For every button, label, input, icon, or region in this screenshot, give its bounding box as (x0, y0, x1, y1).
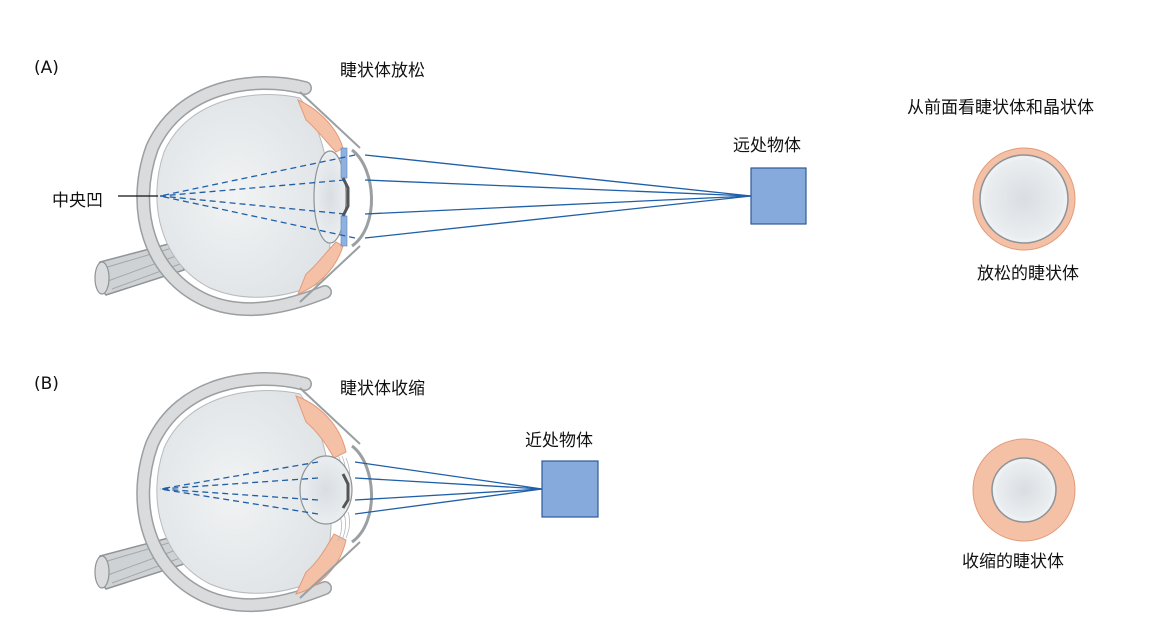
front-view-title: 从前面看睫状体和晶状体 (907, 98, 1094, 118)
lens-relaxed (313, 150, 347, 244)
iris-a (341, 177, 350, 217)
fovea-label: 中央凹 (52, 191, 103, 211)
distant-object (750, 167, 807, 225)
ciliary-body-top-b (295, 395, 347, 459)
panel-b-state-label: 睫状体收缩 (340, 379, 425, 399)
front-view-caption-relaxed: 放松的睫状体 (977, 264, 1079, 284)
iris-b (341, 473, 350, 509)
near-object-label: 近处物体 (525, 431, 593, 451)
zonule-top-a (340, 147, 348, 179)
panel-a-state-label: 睫状体放松 (340, 61, 425, 81)
rays-a (159, 154, 752, 239)
rays-b (159, 461, 543, 515)
front-view-relaxed (972, 147, 1076, 251)
front-view-caption-contracted: 收缩的睫状体 (962, 552, 1064, 572)
lens-rounded (299, 455, 353, 525)
cornea-b (351, 444, 373, 544)
panel-b-letter: (B) (34, 374, 59, 394)
ciliary-body-top-a (297, 99, 344, 153)
cornea-a (351, 148, 373, 248)
front-view-contracted (972, 438, 1076, 542)
zonule-bottom-a (340, 215, 348, 247)
near-object (541, 460, 599, 518)
eyeball-interior-a (156, 94, 332, 298)
panel-a-letter: (A) (34, 58, 59, 78)
eye-relaxed (94, 76, 373, 317)
distant-object-label: 远处物体 (733, 136, 801, 156)
eye-contracted (94, 372, 373, 613)
